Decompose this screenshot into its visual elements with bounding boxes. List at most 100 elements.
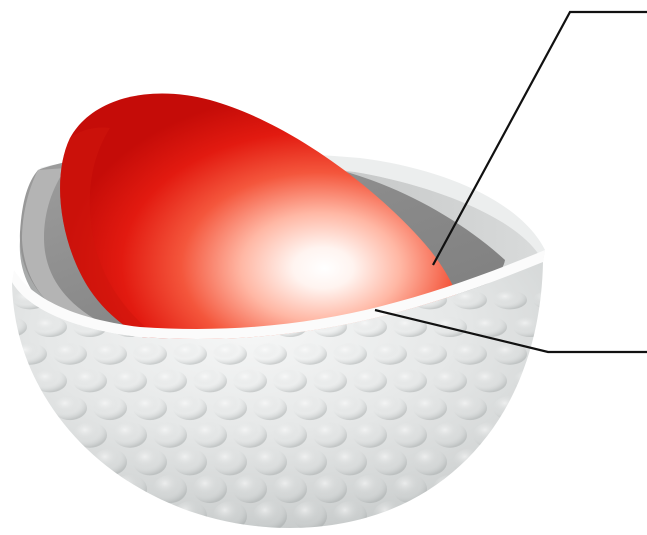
- dimple: [373, 396, 407, 420]
- dimple: [453, 449, 487, 476]
- dimple: [193, 370, 227, 393]
- dimple: [173, 396, 207, 420]
- dimple: [293, 501, 327, 531]
- dimple: [353, 422, 387, 448]
- dimple: [413, 449, 447, 476]
- dimple: [393, 370, 427, 393]
- dimple: [433, 422, 467, 448]
- dimple: [273, 475, 307, 503]
- dimple: [453, 343, 487, 364]
- dimple: [73, 475, 107, 503]
- dimple: [113, 422, 147, 448]
- dimple: [493, 396, 527, 420]
- dimple: [253, 396, 287, 420]
- dimple: [93, 449, 127, 476]
- dimple: [273, 370, 307, 393]
- dimple: [53, 396, 87, 420]
- dimple: [533, 343, 567, 364]
- dimple: [313, 370, 347, 393]
- dimple: [53, 501, 87, 531]
- dimple: [293, 449, 327, 476]
- dimple: [93, 501, 127, 531]
- dimple: [153, 475, 187, 503]
- dimple: [293, 343, 327, 364]
- dimple: [193, 475, 227, 503]
- dimple: [513, 475, 547, 503]
- dimple: [53, 449, 87, 476]
- dimple: [113, 370, 147, 393]
- dimple: [113, 475, 147, 503]
- dimple: [433, 317, 467, 337]
- dimple: [533, 396, 567, 420]
- dimple: [73, 370, 107, 393]
- dimple: [373, 449, 407, 476]
- dimple: [73, 422, 107, 448]
- dimple: [253, 449, 287, 476]
- dimple: [453, 501, 487, 531]
- dimple: [473, 422, 507, 448]
- dimple: [133, 501, 167, 531]
- dimple: [273, 422, 307, 448]
- dimple: [493, 449, 527, 476]
- dimple: [333, 449, 367, 476]
- dimple: [0, 449, 7, 476]
- dimple: [513, 422, 547, 448]
- dimple: [173, 343, 207, 364]
- dimple: [393, 422, 427, 448]
- dimple: [553, 475, 587, 503]
- dimple: [13, 449, 47, 476]
- dimple: [433, 370, 467, 393]
- dimple: [153, 422, 187, 448]
- dimple: [213, 501, 247, 531]
- dimple: [313, 475, 347, 503]
- dimple: [0, 422, 27, 448]
- dimple: [233, 475, 267, 503]
- dimple: [0, 501, 7, 531]
- dimple: [173, 449, 207, 476]
- dimple: [213, 343, 247, 364]
- dimple: [473, 370, 507, 393]
- dimple: [493, 291, 527, 310]
- dimple: [553, 370, 587, 393]
- dimple: [93, 396, 127, 420]
- dimple: [53, 343, 87, 364]
- dimple: [0, 396, 7, 420]
- dimple: [13, 501, 47, 531]
- dimple: [193, 422, 227, 448]
- dimple: [373, 343, 407, 364]
- dimple: [473, 475, 507, 503]
- dimple: [0, 475, 27, 503]
- dimple: [0, 370, 27, 393]
- dimple: [333, 396, 367, 420]
- dimple: [173, 501, 207, 531]
- dimple: [33, 370, 67, 393]
- dimple: [0, 343, 7, 364]
- dimple: [533, 501, 567, 531]
- dimple: [253, 501, 287, 531]
- dimple: [413, 501, 447, 531]
- dimple: [513, 370, 547, 393]
- dimple: [133, 396, 167, 420]
- dimple: [313, 422, 347, 448]
- dimple: [533, 291, 567, 310]
- dimple: [433, 475, 467, 503]
- dimple: [333, 343, 367, 364]
- dimple: [293, 396, 327, 420]
- dimple: [493, 501, 527, 531]
- dimple: [13, 396, 47, 420]
- dimple: [553, 422, 587, 448]
- dimple: [233, 370, 267, 393]
- dimple: [393, 317, 427, 337]
- dimple: [413, 396, 447, 420]
- dimple: [133, 343, 167, 364]
- dimple: [333, 501, 367, 531]
- dimple: [233, 422, 267, 448]
- dimple: [353, 475, 387, 503]
- dimple: [33, 317, 67, 337]
- dimple: [0, 291, 7, 310]
- dimple: [513, 317, 547, 337]
- dimple: [33, 475, 67, 503]
- dimple: [213, 449, 247, 476]
- dimple: [33, 422, 67, 448]
